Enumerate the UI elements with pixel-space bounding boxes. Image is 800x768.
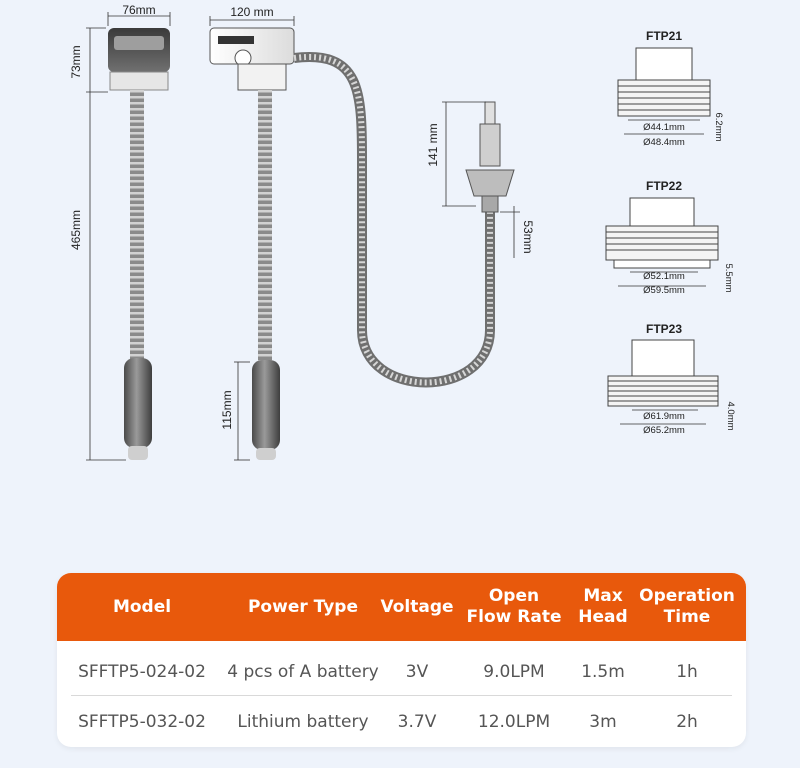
- pump-2-panel: [218, 36, 254, 44]
- pump-1-tip: [128, 446, 148, 460]
- ftp22-inner-diameter: Ø52.1mm: [643, 271, 685, 282]
- pump-1-grip: [124, 358, 152, 448]
- pump-1: [108, 28, 170, 460]
- dim-pump2-width: 120 mm: [230, 5, 273, 19]
- ftp23-pitch: 4.0mm: [725, 401, 736, 430]
- cell-voltage: 3V: [405, 662, 429, 682]
- hose: [293, 52, 495, 388]
- ftp21-label: FTP21: [646, 29, 682, 43]
- pump-1-cap: [109, 71, 169, 91]
- ftp23-inner-diameter: Ø61.9mm: [643, 411, 685, 422]
- nozzle-clip: [465, 169, 515, 197]
- ftp21-outer-diameter: Ø48.4mm: [643, 137, 685, 148]
- ftp22-outer-diameter: Ø59.5mm: [643, 285, 685, 296]
- nozzle-tip: [484, 101, 496, 125]
- table-row: SFFTP5-032-02 Lithium battery 3.7V 12.0L…: [57, 697, 746, 747]
- cell-model: SFFTP5-032-02: [78, 712, 206, 732]
- cell-flow-rate: 9.0LPM: [483, 662, 545, 682]
- cell-operation-time: 2h: [676, 712, 698, 732]
- cell-power-type: 4 pcs of A battery: [227, 662, 379, 682]
- pump-2-tip: [256, 448, 276, 460]
- dim-handle-length: 115mm: [220, 390, 234, 429]
- pump-2-cap: [237, 63, 287, 91]
- fitting-ftp21: FTP21 Ø44.1mm Ø48.4mm 6.2mm: [617, 29, 724, 148]
- technical-drawing: 76mm 73mm 465mm 120 mm 115mm 141 mm 53mm…: [69, 3, 736, 461]
- dim-nozzle-length: 141 mm: [426, 123, 440, 166]
- dim-pump-width: 76mm: [122, 3, 155, 17]
- ftp22-label: FTP22: [646, 179, 682, 193]
- ftp23-outer-diameter: Ø65.2mm: [643, 425, 685, 436]
- pump-2-tube: [258, 90, 272, 362]
- pump-1-button: [114, 36, 164, 50]
- ftp23-label: FTP23: [646, 322, 682, 336]
- nozzle-body: [479, 123, 501, 167]
- cell-voltage: 3.7V: [397, 712, 437, 732]
- cell-model: SFFTP5-024-02: [78, 662, 206, 682]
- ftp21-pitch: 6.2mm: [713, 112, 724, 141]
- header-model: Model: [112, 596, 172, 617]
- ftp21-inner-diameter: Ø44.1mm: [643, 122, 685, 133]
- pump-2-head: [209, 27, 295, 65]
- header-power-type: Power Type: [247, 596, 359, 617]
- row-divider: [71, 695, 732, 696]
- cell-operation-time: 1h: [676, 662, 698, 682]
- cell-power-type: Lithium battery: [237, 712, 369, 732]
- header-voltage: Voltage: [380, 596, 454, 617]
- pump-2-grip: [252, 360, 280, 450]
- ftp22-pitch: 5.5mm: [723, 263, 734, 292]
- cell-max-head: 1.5m: [581, 662, 625, 682]
- cell-max-head: 3m: [589, 712, 617, 732]
- dim-pump-total-length: 465mm: [69, 210, 83, 250]
- fitting-ftp23: FTP23 Ø61.9mm Ø65.2mm 4.0mm: [607, 322, 736, 436]
- dim-nozzle-tip: 53mm: [521, 220, 535, 253]
- fitting-ftp22: FTP22 Ø52.1mm Ø59.5mm 5.5mm: [605, 179, 734, 296]
- pump-2: [209, 27, 515, 460]
- cell-flow-rate: 12.0LPM: [477, 712, 551, 732]
- pump-1-tube: [130, 90, 144, 360]
- table-row: SFFTP5-024-02 4 pcs of A battery 3V 9.0L…: [57, 647, 746, 697]
- dim-pump-top-height: 73mm: [69, 45, 83, 78]
